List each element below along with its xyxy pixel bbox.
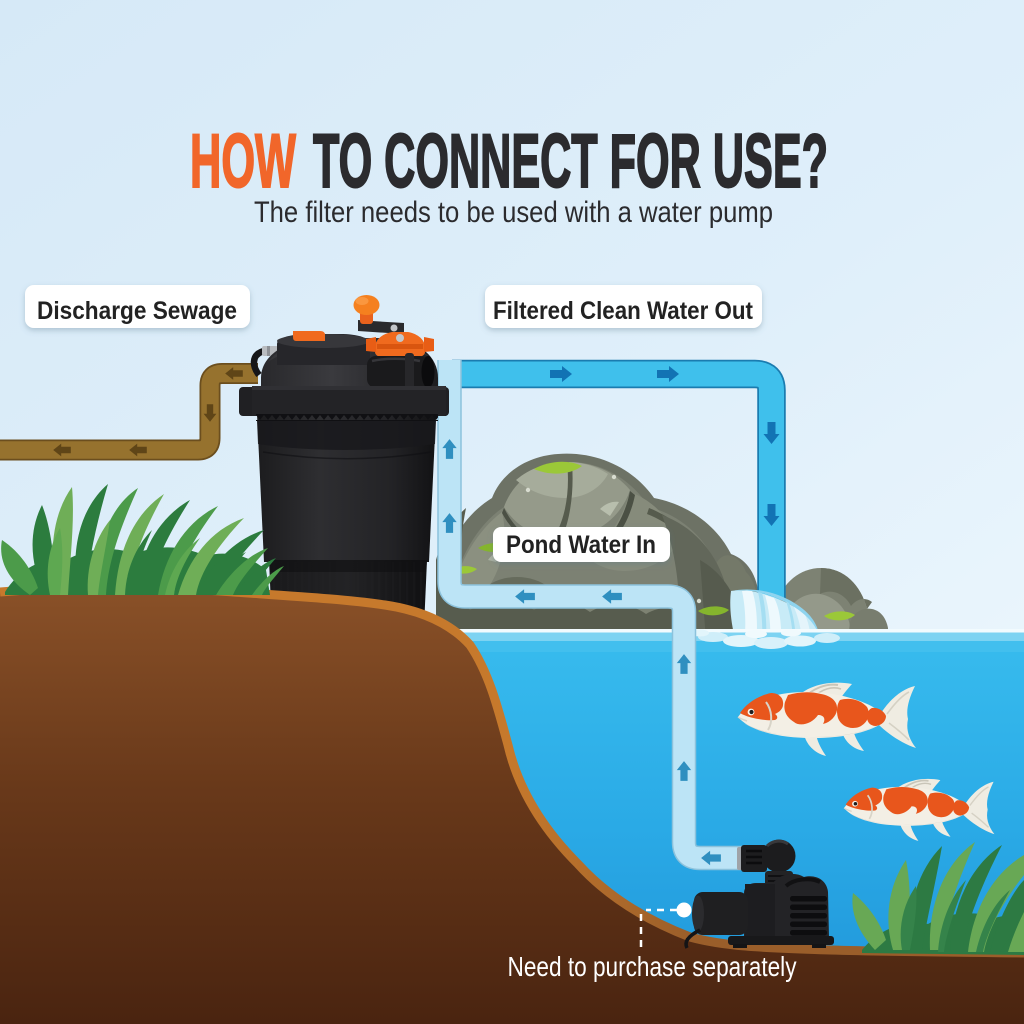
svg-text:TO CONNECT FOR USE?: TO CONNECT FOR USE? xyxy=(313,119,828,204)
svg-text:Pond Water In: Pond Water In xyxy=(506,531,656,559)
svg-text:Discharge Sewage: Discharge Sewage xyxy=(37,297,237,325)
svg-text:Need to purchase separately: Need to purchase separately xyxy=(508,951,797,982)
svg-text:Filtered Clean Water Out: Filtered Clean Water Out xyxy=(493,297,754,325)
svg-text:The filter needs to be used wi: The filter needs to be used with a water… xyxy=(254,196,773,229)
svg-text:HOW: HOW xyxy=(190,119,296,204)
